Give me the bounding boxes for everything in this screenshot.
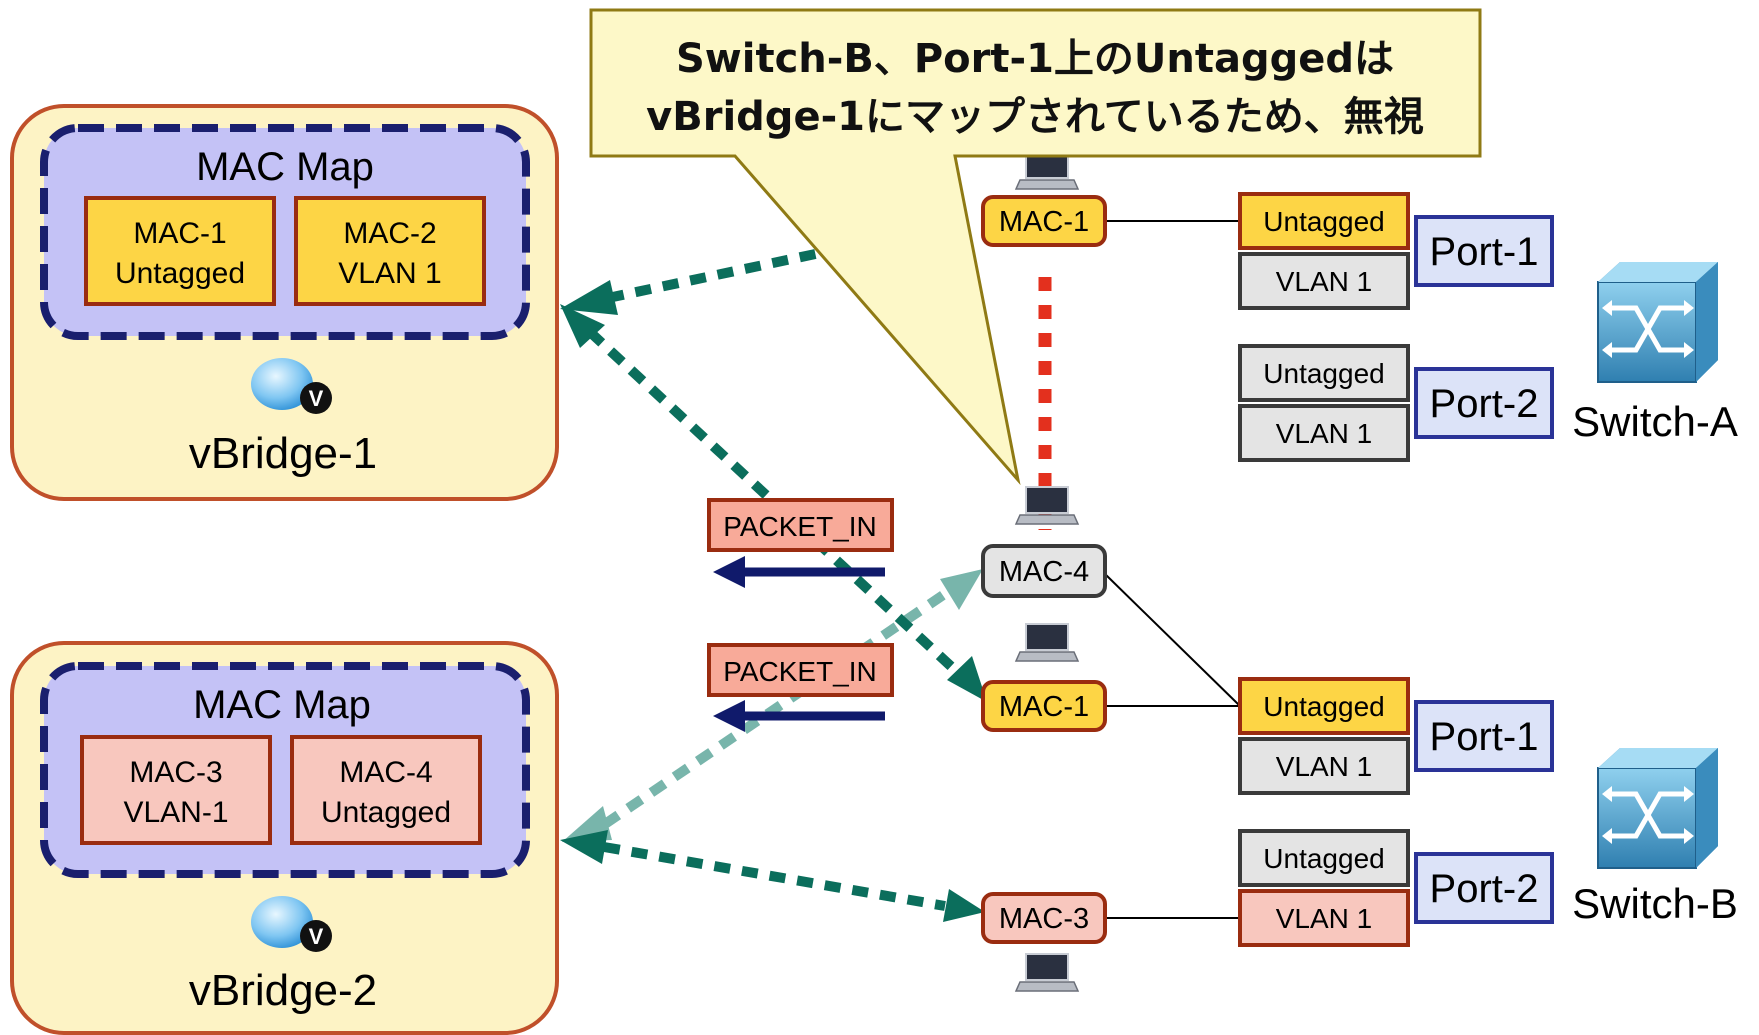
vbridge-2: MAC Map MAC-3 VLAN-1 MAC-4 Untagged V vB… (10, 641, 559, 1035)
switch-icon-a (1597, 262, 1718, 383)
vbridge-2-entry-1-mac: MAC-3 (129, 756, 222, 789)
callout: Switch-B、Port-1上のUntaggedは vBridge-1にマップ… (589, 8, 1482, 486)
packet-in-2: PACKET_IN (707, 643, 894, 732)
switch-icon-b (1597, 748, 1718, 869)
vbridge-1-entry-2: MAC-2 VLAN 1 (294, 196, 486, 306)
svg-text:Port-2: Port-2 (1430, 382, 1539, 426)
svg-text:Port-2: Port-2 (1430, 867, 1539, 911)
svg-text:VLAN 1: VLAN 1 (1276, 266, 1373, 297)
teal-arrow-middle (560, 304, 987, 702)
svg-text:V: V (309, 924, 324, 949)
switch-b-name: Switch-B (1572, 880, 1738, 927)
svg-text:Untagged: Untagged (1263, 843, 1384, 874)
laptop-icon-mac1-top (1014, 151, 1080, 190)
svg-text:MAC-1: MAC-1 (999, 206, 1089, 238)
svg-text:Port-1: Port-1 (1430, 230, 1539, 274)
link-lines (1103, 220, 1241, 919)
host-mac4: MAC-4 (981, 544, 1107, 598)
vbridge-2-icon: V (251, 896, 332, 952)
vbridge-2-entry-1: MAC-3 VLAN-1 (80, 735, 272, 845)
svg-text:Untagged: Untagged (1263, 206, 1384, 237)
svg-text:MAC-3: MAC-3 (999, 903, 1089, 935)
svg-text:Port-1: Port-1 (1430, 715, 1539, 759)
laptop-icon-mac1-bottom (1014, 623, 1080, 662)
vbridge-1-entry-1-tag: Untagged (115, 257, 245, 290)
light-teal-arrow (562, 569, 983, 842)
callout-line-2: vBridge-1にマップされているため、無視 (646, 94, 1424, 140)
vbridge-1-entry-1: MAC-1 Untagged (84, 196, 276, 306)
packet-in-1: PACKET_IN (707, 498, 894, 588)
host-mac3: MAC-3 (981, 892, 1107, 944)
svg-text:VLAN 1: VLAN 1 (1276, 903, 1373, 934)
teal-arrow-top (560, 248, 822, 315)
callout-line-1: Switch-B、Port-1上のUntaggedは (676, 36, 1394, 82)
laptop-icon-mac4 (1014, 486, 1080, 525)
vbridge-1-entry-2-tag: VLAN 1 (338, 257, 441, 290)
vbridge-2-entry-2-mac: MAC-4 (339, 756, 432, 789)
switch-a-port-2: Untagged VLAN 1 Port-2 (1238, 344, 1554, 462)
vbridge-1: MAC Map MAC-1 Untagged MAC-2 VLAN 1 V vB… (10, 104, 559, 501)
host-mac1-top: MAC-1 (981, 195, 1107, 247)
svg-text:VLAN 1: VLAN 1 (1276, 751, 1373, 782)
svg-text:Untagged: Untagged (1263, 358, 1384, 389)
switch-b-port-2: Untagged VLAN 1 Port-2 (1238, 829, 1554, 947)
switch-a-name: Switch-A (1572, 398, 1738, 445)
packet-in-1-label: PACKET_IN (723, 511, 877, 542)
vbridge-1-mac-map-title: MAC Map (196, 145, 374, 189)
svg-text:MAC-1: MAC-1 (999, 691, 1089, 723)
vbridge-2-mac-map-title: MAC Map (193, 683, 371, 727)
laptop-icon-mac3 (1014, 953, 1080, 992)
svg-text:V: V (309, 386, 324, 411)
vbridge-2-entry-1-tag: VLAN-1 (123, 796, 228, 829)
vbridge-2-entry-2-tag: Untagged (321, 796, 451, 829)
vbridge-1-entry-1-mac: MAC-1 (133, 217, 226, 250)
svg-text:Untagged: Untagged (1263, 691, 1384, 722)
teal-arrow-bottom (560, 830, 985, 922)
vbridge-2-name: vBridge-2 (189, 966, 377, 1015)
vbridge-1-entry-2-mac: MAC-2 (343, 217, 436, 250)
svg-text:VLAN 1: VLAN 1 (1276, 418, 1373, 449)
svg-text:MAC-4: MAC-4 (999, 556, 1089, 588)
switch-a-port-1: Untagged VLAN 1 Port-1 (1238, 192, 1554, 310)
packet-in-2-label: PACKET_IN (723, 656, 877, 687)
switch-b-port-1: Untagged VLAN 1 Port-1 (1238, 677, 1554, 795)
vbridge-1-icon: V (251, 358, 332, 414)
host-mac1-bottom: MAC-1 (981, 680, 1107, 732)
vbridge-1-name: vBridge-1 (189, 429, 377, 478)
vbridge-2-entry-2: MAC-4 Untagged (290, 735, 482, 845)
